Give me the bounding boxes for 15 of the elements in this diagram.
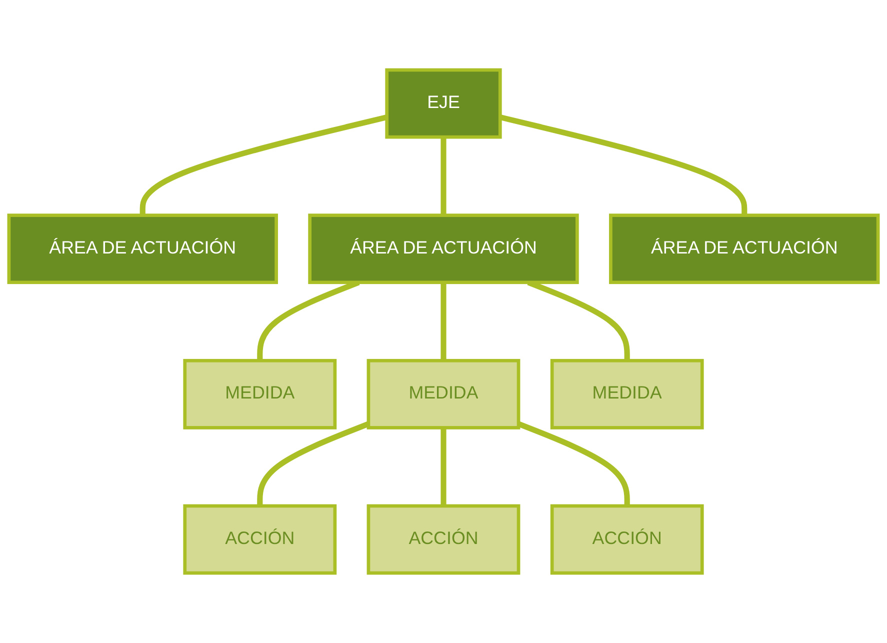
node-box: ACCIÓN bbox=[550, 504, 704, 575]
node-box: ÁREA DE ACTUACIÓN bbox=[308, 214, 579, 284]
connector bbox=[440, 137, 446, 216]
node-box: ÁREA DE ACTUACIÓN bbox=[7, 214, 278, 284]
node-box: MEDIDA bbox=[366, 358, 520, 430]
node-box: ÁREA DE ACTUACIÓN bbox=[609, 214, 880, 284]
node-box: ACCIÓN bbox=[366, 504, 520, 575]
connector bbox=[518, 421, 630, 506]
node-box: MEDIDA bbox=[183, 358, 337, 430]
connector bbox=[440, 282, 446, 361]
node-box: EJE bbox=[385, 68, 502, 139]
node-box: MEDIDA bbox=[550, 358, 704, 430]
connector bbox=[440, 428, 446, 506]
connector bbox=[257, 421, 370, 506]
node-box: ACCIÓN bbox=[183, 504, 337, 575]
